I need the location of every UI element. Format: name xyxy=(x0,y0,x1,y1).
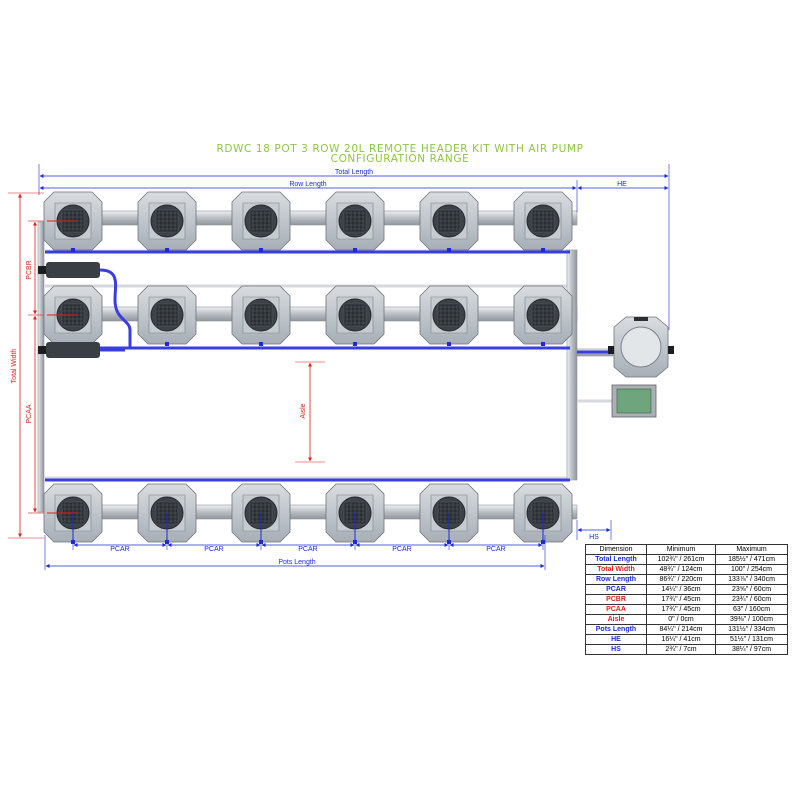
label-pcbr: PCBR xyxy=(26,260,33,279)
pot xyxy=(419,285,479,346)
pot xyxy=(231,285,291,346)
table-cell-max: 23⅝" / 60cm xyxy=(715,584,788,595)
pot xyxy=(513,483,573,544)
table-cell-name: Pots Length xyxy=(585,624,647,635)
table-cell-name: Row Length xyxy=(585,574,647,585)
label-pcar-4: PCAR xyxy=(392,546,411,553)
air-pump xyxy=(611,384,657,418)
label-hs: HS xyxy=(589,534,599,541)
pot xyxy=(419,483,479,544)
table-cell-min: 102¾" / 261cm xyxy=(646,554,716,565)
label-pcar-2: PCAR xyxy=(204,546,223,553)
pots-grid xyxy=(43,191,573,544)
pipes xyxy=(37,210,614,520)
remote-header xyxy=(608,316,674,378)
table-header-minimum: Minimum xyxy=(646,544,716,555)
row1-pipe xyxy=(44,210,578,226)
pot xyxy=(419,191,479,252)
label-pcar-1: PCAR xyxy=(110,546,129,553)
pot xyxy=(43,483,103,544)
pot xyxy=(231,483,291,544)
table-cell-max: 131½" / 334cm xyxy=(715,624,788,635)
table-cell-name: Aisle xyxy=(585,614,647,625)
pot xyxy=(325,191,385,252)
table-cell-name: PCAA xyxy=(585,604,647,615)
table-cell-min: 17¾" / 45cm xyxy=(646,604,716,615)
label-total-width: Total Width xyxy=(11,349,18,384)
table-cell-max: 38¼" / 97cm xyxy=(715,644,788,655)
pot xyxy=(325,285,385,346)
pot xyxy=(137,191,197,252)
label-pcaa: PCAA xyxy=(26,404,33,423)
table-cell-max: 185½" / 471cm xyxy=(715,554,788,565)
table-header-dimension: Dimension xyxy=(585,544,647,555)
table-cell-min: 48¾" / 124cm xyxy=(646,564,716,575)
table-cell-name: HE xyxy=(585,634,647,645)
label-he: HE xyxy=(617,181,627,188)
table-cell-name: PCBR xyxy=(585,594,647,605)
table-cell-name: Total Width xyxy=(585,564,647,575)
label-pots-length: Pots Length xyxy=(278,559,315,566)
pot xyxy=(325,483,385,544)
table-cell-name: Total Length xyxy=(585,554,647,565)
label-pcar-3: PCAR xyxy=(298,546,317,553)
air-tubes xyxy=(45,250,612,482)
diagram-title: RDWC 18 POT 3 ROW 20L REMOTE HEADER KIT … xyxy=(216,143,584,155)
table-cell-max: 133⅞" / 340cm xyxy=(715,574,788,585)
right-return-pipe xyxy=(566,249,578,481)
table-cell-min: 16¼" / 41cm xyxy=(646,634,716,645)
label-aisle: Aisle xyxy=(300,403,307,418)
label-row-length: Row Length xyxy=(289,181,326,188)
label-pcar-5: PCAR xyxy=(486,546,505,553)
pot xyxy=(513,191,573,252)
table-cell-min: 17¾" / 45cm xyxy=(646,594,716,605)
pot xyxy=(137,285,197,346)
table-cell-max: 51½" / 131cm xyxy=(715,634,788,645)
table-header-row: Dimension Minimum Maximum xyxy=(585,544,788,555)
table-cell-name: PCAR xyxy=(585,584,647,595)
table-header-maximum: Maximum xyxy=(715,544,788,555)
table-cell-max: 23¾" / 60cm xyxy=(715,594,788,605)
row3-pipe xyxy=(44,504,578,520)
table-cell-min: 84¼" / 214cm xyxy=(646,624,716,635)
table-cell-max: 63" / 160cm xyxy=(715,604,788,615)
diagram-subtitle: CONFIGURATION RANGE xyxy=(330,153,470,165)
left-connectors xyxy=(38,262,100,358)
pot xyxy=(43,191,103,252)
table-cell-min: 86¾" / 220cm xyxy=(646,574,716,585)
pot xyxy=(43,285,103,346)
table-cell-max: 100" / 254cm xyxy=(715,564,788,575)
table-cell-min: 14¼" / 36cm xyxy=(646,584,716,595)
dimension-lines xyxy=(8,164,670,570)
table-cell-max: 39⅜" / 100cm xyxy=(715,614,788,625)
pot xyxy=(231,191,291,252)
table-cell-name: HS xyxy=(585,644,647,655)
left-return-pipe xyxy=(37,221,45,513)
table-cell-min: 0" / 0cm xyxy=(646,614,716,625)
pot xyxy=(513,285,573,346)
label-total-length: Total Length xyxy=(335,169,373,176)
pot xyxy=(137,483,197,544)
table-cell-min: 2¾" / 7cm xyxy=(646,644,716,655)
